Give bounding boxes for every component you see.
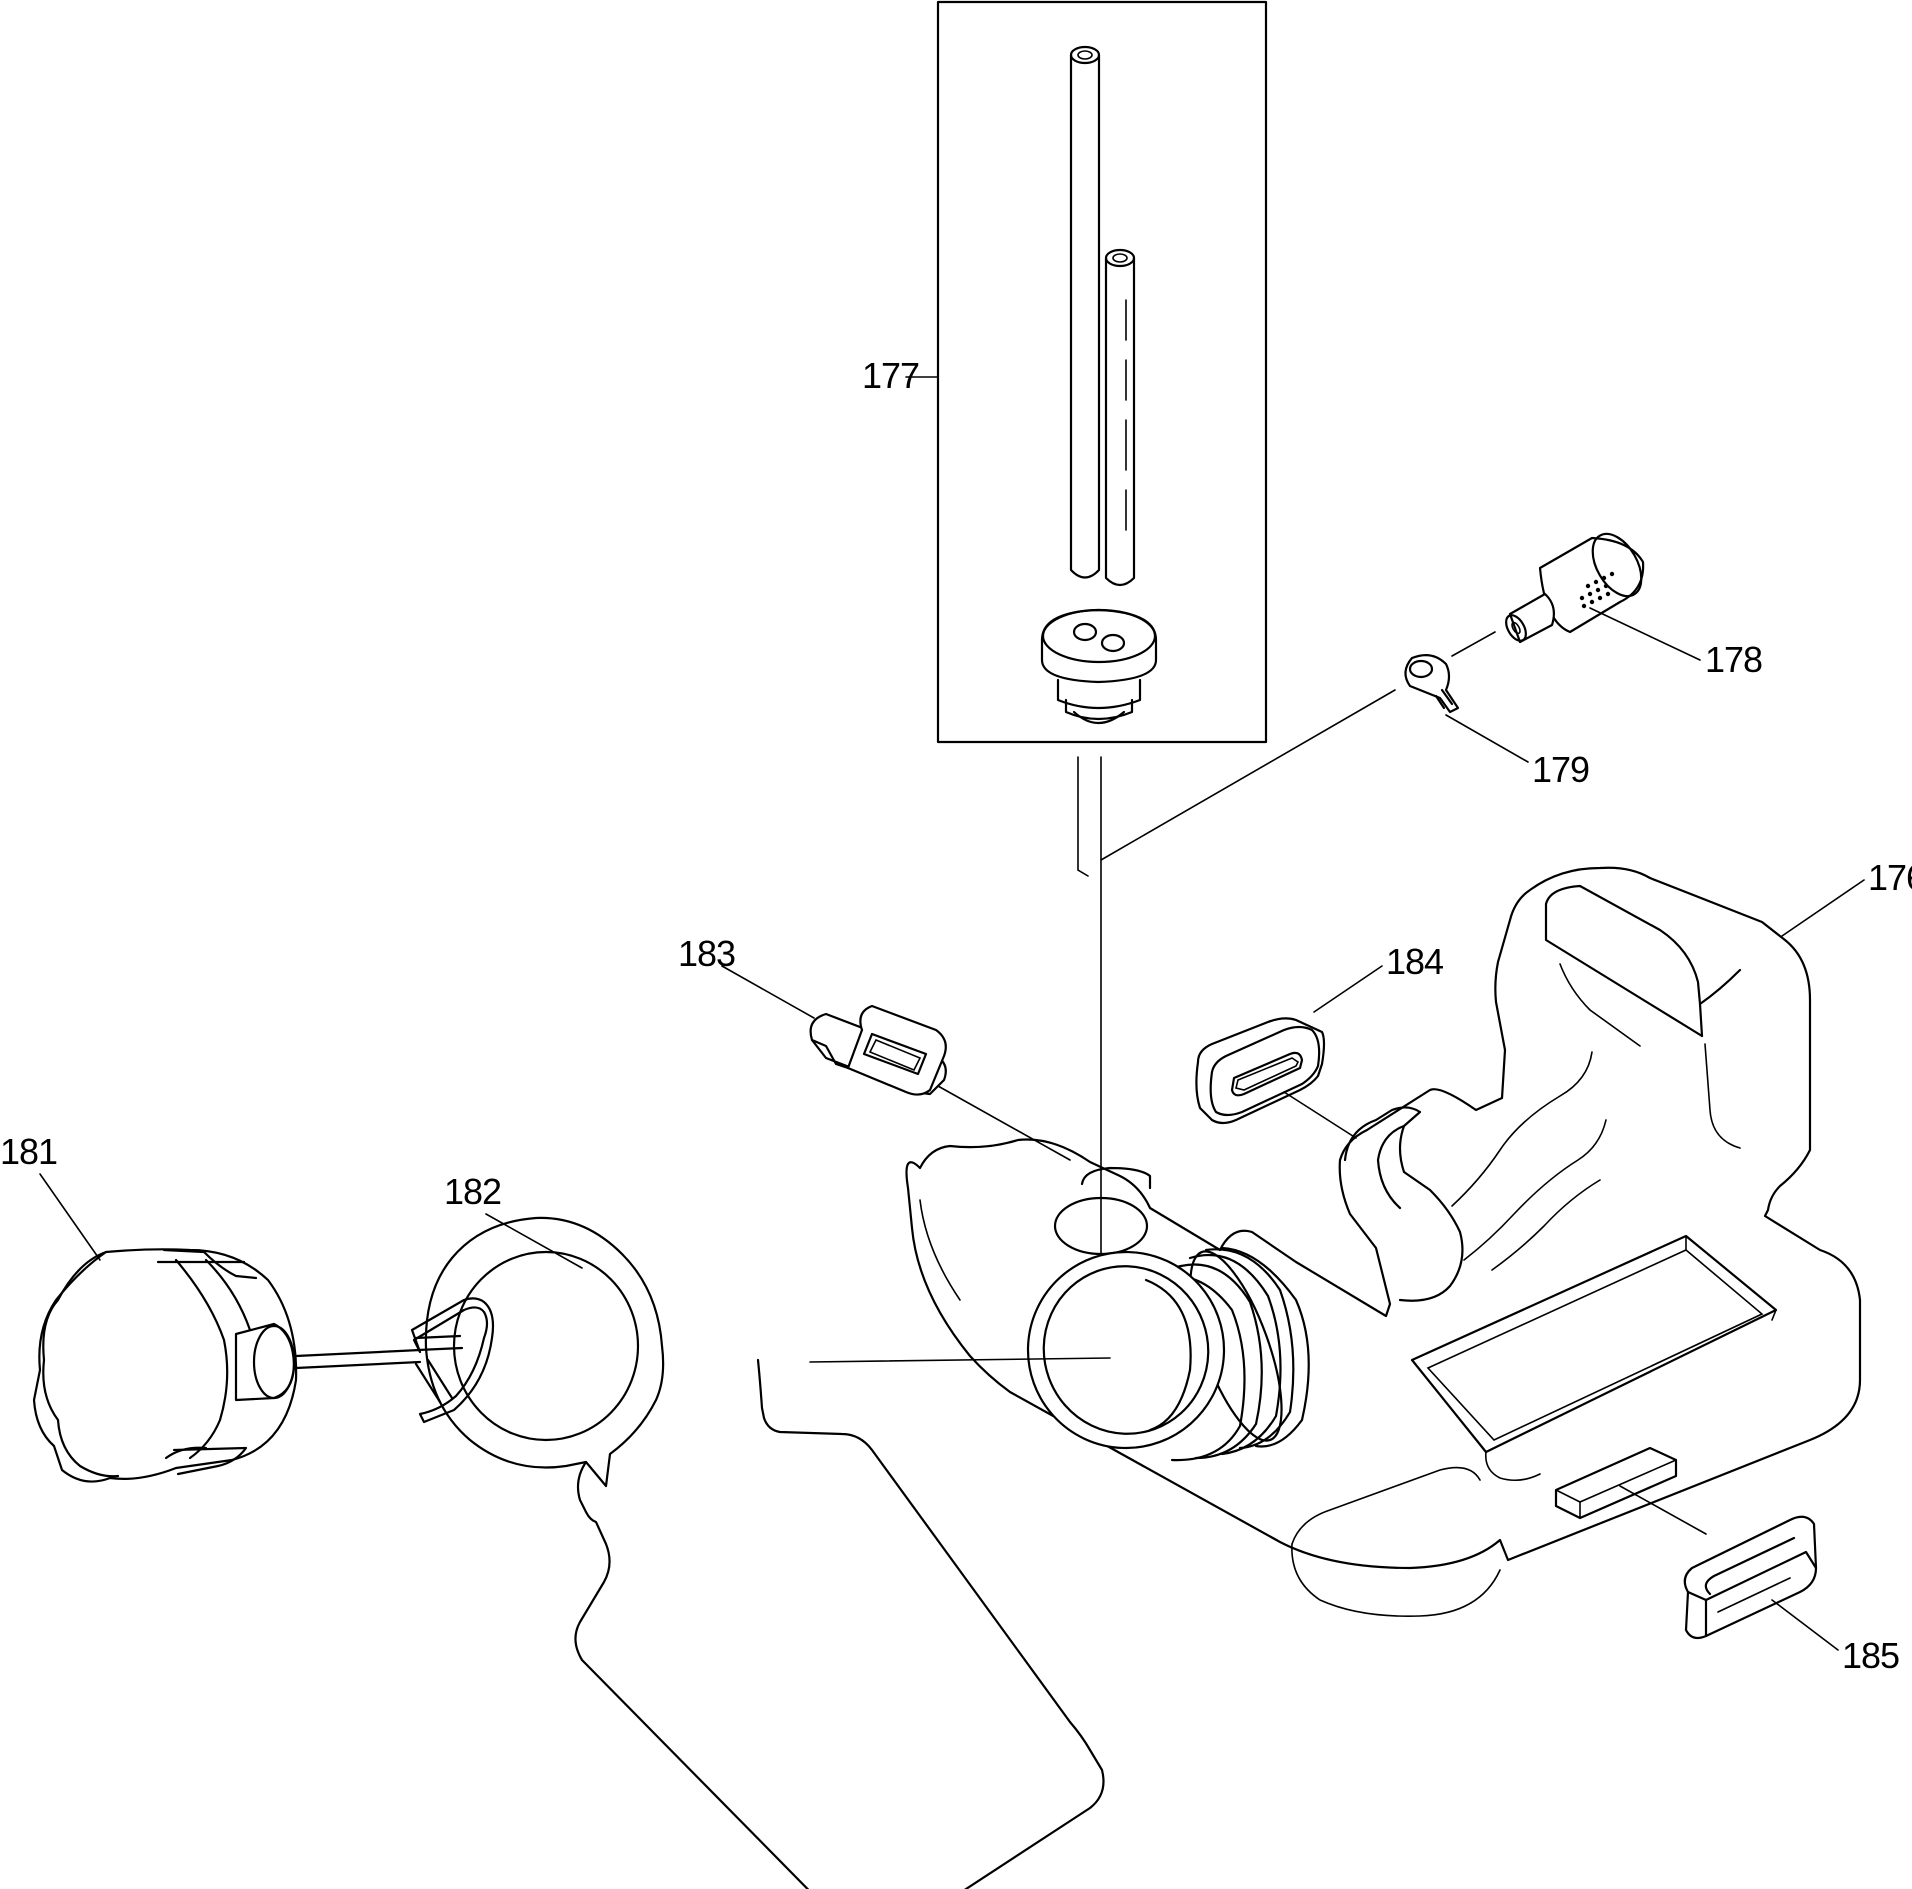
fuel-filter xyxy=(1505,532,1645,644)
guide-182 xyxy=(809,1357,1111,1363)
leader-183 xyxy=(721,965,815,1019)
assembly-guide-lines xyxy=(1077,631,1496,1269)
rubber-cushion xyxy=(1683,1515,1818,1640)
guide-185 xyxy=(1619,1485,1707,1535)
part-label-177: 177 xyxy=(862,355,919,396)
part-label-183: 183 xyxy=(678,933,735,974)
part-label-179: 179 xyxy=(1532,749,1589,790)
part-label-181: 181 xyxy=(0,1131,57,1172)
leader-182 xyxy=(485,1213,583,1269)
fuel-tank-cap xyxy=(32,1248,495,1483)
leader-181 xyxy=(39,1173,101,1261)
rubber-grommet xyxy=(1195,1017,1326,1125)
leader-184 xyxy=(1313,965,1383,1013)
tank-label-tag xyxy=(809,1004,947,1096)
part-label-182: 182 xyxy=(444,1171,501,1212)
guide-184 xyxy=(1283,1091,1357,1139)
fuel-pipe-kit-box xyxy=(936,0,1268,744)
leader-176 xyxy=(1781,879,1865,937)
guide-183 xyxy=(937,1085,1071,1161)
leader-179 xyxy=(1445,714,1529,763)
part-label-185: 185 xyxy=(1842,1635,1899,1676)
part-label-178: 178 xyxy=(1705,639,1762,680)
leader-185 xyxy=(1771,1599,1839,1651)
cap-gasket-with-strap xyxy=(424,1216,1105,1889)
part-label-184: 184 xyxy=(1386,941,1443,982)
leader-178 xyxy=(1589,607,1701,661)
fuel-tank xyxy=(905,866,1862,1617)
part-label-176: 176 xyxy=(1868,857,1912,898)
hose-clip xyxy=(1404,653,1460,714)
